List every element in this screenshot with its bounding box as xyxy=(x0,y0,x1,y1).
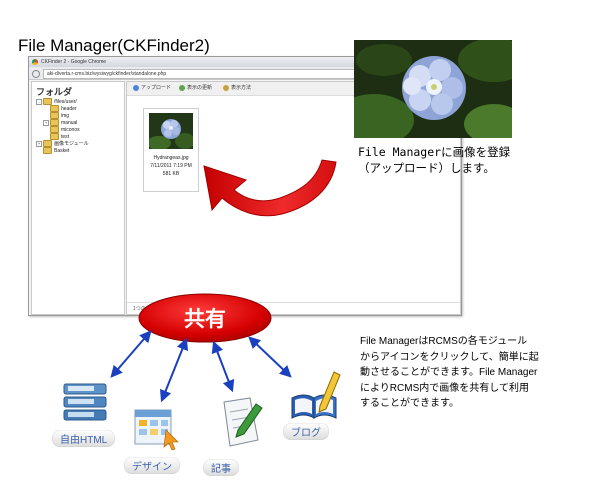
share-description-line: によりRCMS内で画像を共有して利用 xyxy=(360,382,529,394)
share-description-line: することができます。 xyxy=(360,398,459,409)
tree-item-manual: + manual xyxy=(43,119,77,126)
share-description-line: 動させることができます。File Manager xyxy=(360,367,538,378)
upload-arrow xyxy=(203,159,337,217)
view-button: 表示方法 xyxy=(223,84,251,93)
blog-icon xyxy=(291,371,341,419)
view-icon xyxy=(223,84,229,91)
ckfinder-browser-window: CKFinder 2 - Google Chrome aki-diverta.r… xyxy=(28,56,462,316)
tree-item-test: test xyxy=(50,133,69,140)
module-label-design: デザイン xyxy=(124,457,180,474)
file-size: 581 KB xyxy=(162,171,180,177)
share-description-line: File ManagerはRCMSの各モジュール xyxy=(360,336,528,347)
design-icon xyxy=(134,409,179,451)
refresh-button: 表示の更新 xyxy=(179,84,212,93)
tree-item-label: miconos xyxy=(61,126,80,133)
file-name: Hydrangeas.jpg xyxy=(153,155,189,161)
back-icon xyxy=(32,70,40,78)
expand-icon: + xyxy=(43,119,49,126)
tree-item-basket: Basket xyxy=(43,147,69,154)
folder-icon xyxy=(43,147,52,154)
hydrangea-thumbnail xyxy=(149,113,193,149)
share-oval xyxy=(138,293,272,343)
tree-item-label: header xyxy=(61,105,77,112)
chrome-logo-icon xyxy=(32,59,38,65)
file-date: 7/11/2011 7:19 PM xyxy=(150,163,192,169)
tree-item-label: img xyxy=(61,112,70,119)
folder-icon xyxy=(50,105,59,112)
tree-item-image-module: + 画像モジュール xyxy=(36,140,89,147)
module-label-article: 記事 xyxy=(203,459,239,476)
refresh-icon xyxy=(179,84,185,91)
collapse-icon: - xyxy=(36,98,42,105)
folder-icon xyxy=(50,119,59,126)
tree-item-miconos: miconos xyxy=(50,126,80,133)
folder-sidebar: フォルダ - /files/user/ header img + manual mi… xyxy=(31,81,125,315)
upload-note: File Managerに画像を登録 （アップロード）します。 xyxy=(358,144,510,176)
tree-item-label: 画像モジュール xyxy=(54,140,89,147)
share-description: File ManagerはRCMSの各モジュール からアイコンをクリックして、簡… xyxy=(360,334,595,412)
module-label-blog: ブログ xyxy=(283,423,329,440)
tree-item-label: Basket xyxy=(54,147,70,154)
upload-button: アップロード xyxy=(133,84,171,93)
folder-icon xyxy=(43,98,52,105)
folder-icon xyxy=(50,133,59,140)
browser-window-title: CKFinder 2 - Google Chrome xyxy=(41,59,107,65)
connector-article xyxy=(211,340,235,393)
connector-design xyxy=(159,337,189,403)
tree-item-label: /files/user/ xyxy=(54,98,77,105)
upload-note-line: File Managerに画像を登録 xyxy=(358,145,511,159)
folder-header: フォルダ xyxy=(36,87,73,97)
connector-blog xyxy=(248,336,292,378)
module-label-free-html: 自由HTML xyxy=(52,430,116,447)
tree-item-header: header xyxy=(50,105,77,112)
tree-item-root: - /files/user/ xyxy=(36,98,77,105)
hydrangea-photo xyxy=(354,40,512,138)
status-bar: 1つのフ xyxy=(127,302,460,314)
upload-icon xyxy=(133,84,139,91)
folder-icon xyxy=(43,140,52,147)
expand-icon: + xyxy=(36,140,42,147)
article-icon xyxy=(223,397,263,447)
connector-free-html xyxy=(110,330,152,378)
folder-icon xyxy=(50,126,59,133)
share-label: 共有 xyxy=(184,308,226,331)
tree-item-label: test xyxy=(61,133,70,140)
browser-titlebar: CKFinder 2 - Google Chrome xyxy=(29,57,461,67)
upload-note-line: （アップロード）します。 xyxy=(358,161,495,175)
file-thumbnail-card: Hydrangeas.jpg 7/11/2011 7:19 PM 581 KB xyxy=(143,108,199,192)
tree-item-img: img xyxy=(50,112,69,119)
free-html-icon xyxy=(63,383,107,421)
diagram-title: File Manager(CKFinder2) xyxy=(18,36,210,55)
share-description-line: からアイコンをクリックして、簡単に起 xyxy=(360,351,539,363)
tree-item-label: manual xyxy=(61,119,78,126)
folder-icon xyxy=(50,112,59,119)
